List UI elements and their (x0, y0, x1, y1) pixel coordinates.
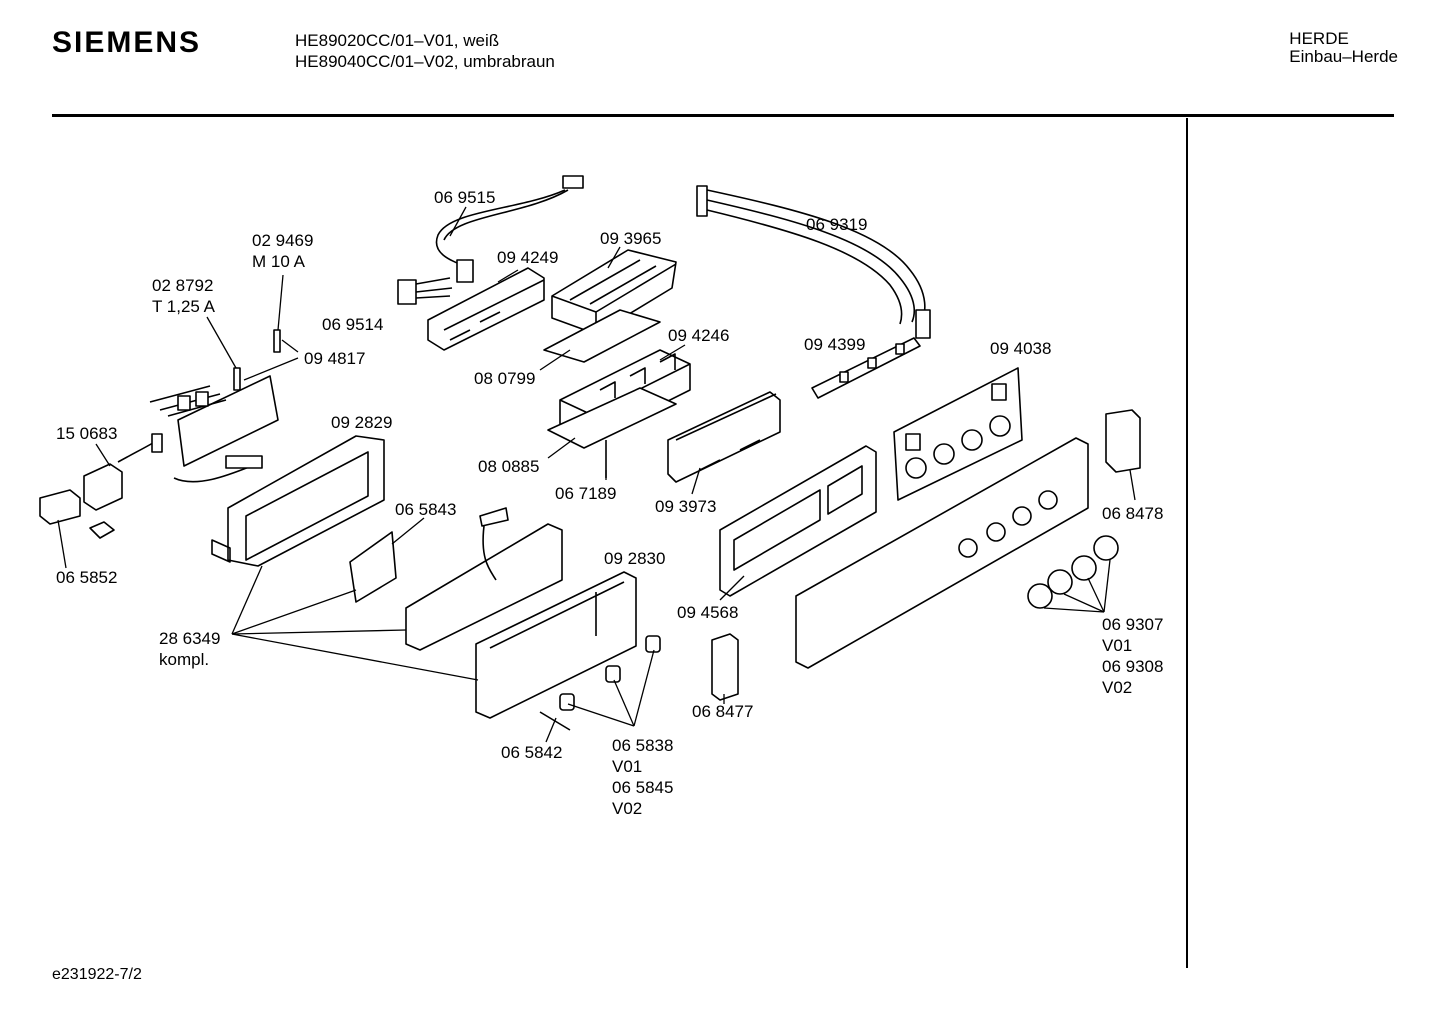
part-variant: V01 (1102, 636, 1133, 655)
part-label-068477: 06 8477 (692, 701, 753, 722)
part-label-286349: 28 6349 kompl. (159, 628, 220, 670)
plug-board-094399-part (811, 337, 921, 399)
connector-069514-part (397, 277, 453, 305)
part-number: 06 5843 (395, 500, 457, 519)
part-label-094399: 09 4399 (804, 334, 865, 355)
part-variant: V02 (612, 799, 643, 818)
button-panel-092830-part (475, 571, 637, 719)
model-line: HE89020CC/01–V01, weiß (295, 31, 500, 50)
part-number: 06 5838 (612, 736, 674, 755)
part-number: 09 4399 (804, 335, 866, 354)
part-label-094038: 09 4038 (990, 338, 1051, 359)
frame-092829-part (211, 435, 385, 567)
part-number: 09 2829 (331, 413, 393, 432)
part-number: 09 4249 (497, 248, 559, 267)
part-label-093965: 09 3965 (600, 228, 661, 249)
part-number: 02 9469 (252, 231, 314, 250)
part-variant: V01 (612, 757, 643, 776)
wire-harness-069515-part (435, 175, 584, 283)
display-assembly-286349-part (405, 507, 563, 651)
part-number: 28 6349 (159, 629, 221, 648)
part-number: 06 9319 (806, 215, 868, 234)
part-number: 02 8792 (152, 276, 214, 295)
part-label-094568: 09 4568 (677, 602, 738, 623)
board-065843-part (349, 531, 397, 603)
part-number: 06 9515 (434, 188, 496, 207)
right-margin-divider (1186, 118, 1188, 968)
part-variant: V02 (1102, 678, 1133, 697)
part-number: 09 4246 (668, 326, 730, 345)
part-label-069319: 06 9319 (806, 214, 867, 235)
model-line: HE89040CC/01–V02, umbrabraun (295, 52, 555, 71)
part-number: 06 8477 (692, 702, 754, 721)
part-number: 09 4038 (990, 339, 1052, 358)
part-label-093973: 09 3973 (655, 496, 716, 517)
part-note: kompl. (159, 650, 210, 669)
leader-lines (57, 206, 1136, 743)
part-label-068478: 06 8478 (1102, 503, 1163, 524)
part-label-150683: 15 0683 (56, 423, 117, 444)
clip-068477-part (711, 633, 739, 701)
part-label-065852: 06 5852 (56, 567, 117, 588)
part-number: 06 5842 (501, 743, 563, 762)
category-line: Einbau–Herde (1289, 47, 1398, 66)
part-label-094249: 09 4249 (497, 247, 558, 268)
switch-panel-094038-part (893, 367, 1023, 501)
part-number: 06 9514 (322, 315, 384, 334)
part-label-094246: 09 4246 (668, 325, 729, 346)
part-label-028792: 02 8792 T 1,25 A (152, 275, 215, 317)
transformer-150683-part (83, 433, 163, 511)
control-panel-front-part (795, 437, 1089, 669)
part-number: 06 8478 (1102, 504, 1164, 523)
part-number: 09 4568 (677, 603, 739, 622)
ribbon-cable-069319-part (696, 185, 931, 339)
connector-065852-part (39, 489, 115, 539)
fuse-028792-part (233, 367, 241, 391)
part-number: 08 0885 (478, 457, 540, 476)
part-number: 06 9308 (1102, 657, 1164, 676)
part-label-029469: 02 9469 M 10 A (252, 230, 313, 272)
fuse-029469-part (273, 329, 281, 353)
header-divider (52, 114, 1394, 117)
part-number: 06 9307 (1102, 615, 1164, 634)
part-number: 15 0683 (56, 424, 118, 443)
circuit-board-094817-part (149, 375, 279, 483)
part-number: 08 0799 (474, 369, 536, 388)
knob-065838-part (559, 635, 661, 711)
part-label-092830: 09 2830 (604, 548, 665, 569)
part-label-069515: 06 9515 (434, 187, 495, 208)
brand-logo: SIEMENS (52, 26, 202, 59)
switch-board-094249-part (427, 267, 545, 351)
part-label-092829: 09 2829 (331, 412, 392, 433)
category-line: HERDE (1289, 29, 1349, 48)
fascia-094568-part (719, 445, 877, 597)
part-number: 06 5845 (612, 778, 674, 797)
part-number: 09 4817 (304, 349, 366, 368)
insulator-080799-part (543, 309, 661, 363)
part-number: 09 3973 (655, 497, 717, 516)
model-list: HE89020CC/01–V01, weiß HE89040CC/01–V02,… (295, 30, 555, 72)
part-rating: M 10 A (252, 252, 305, 271)
part-rating: T 1,25 A (152, 297, 216, 316)
part-label-065843: 06 5843 (395, 499, 456, 520)
part-label-080799: 08 0799 (474, 368, 535, 389)
bracket-093973-part (667, 391, 781, 483)
part-number: 06 5852 (56, 568, 118, 587)
part-label-080885: 08 0885 (478, 456, 539, 477)
part-number: 09 3965 (600, 229, 662, 248)
knob-069307-part (1027, 535, 1119, 609)
part-number: 06 7189 (555, 484, 617, 503)
category-block: HERDE Einbau–Herde (1289, 30, 1398, 66)
clip-068478-part (1105, 409, 1141, 473)
part-label-069514: 06 9514 (322, 314, 383, 335)
plate-080885-part (547, 387, 677, 449)
part-label-067189: 06 7189 (555, 483, 616, 504)
part-number: 09 2830 (604, 549, 666, 568)
part-label-065842: 06 5842 (501, 742, 562, 763)
part-label-094817: 09 4817 (304, 348, 365, 369)
document-id: e231922-7/2 (52, 966, 142, 983)
